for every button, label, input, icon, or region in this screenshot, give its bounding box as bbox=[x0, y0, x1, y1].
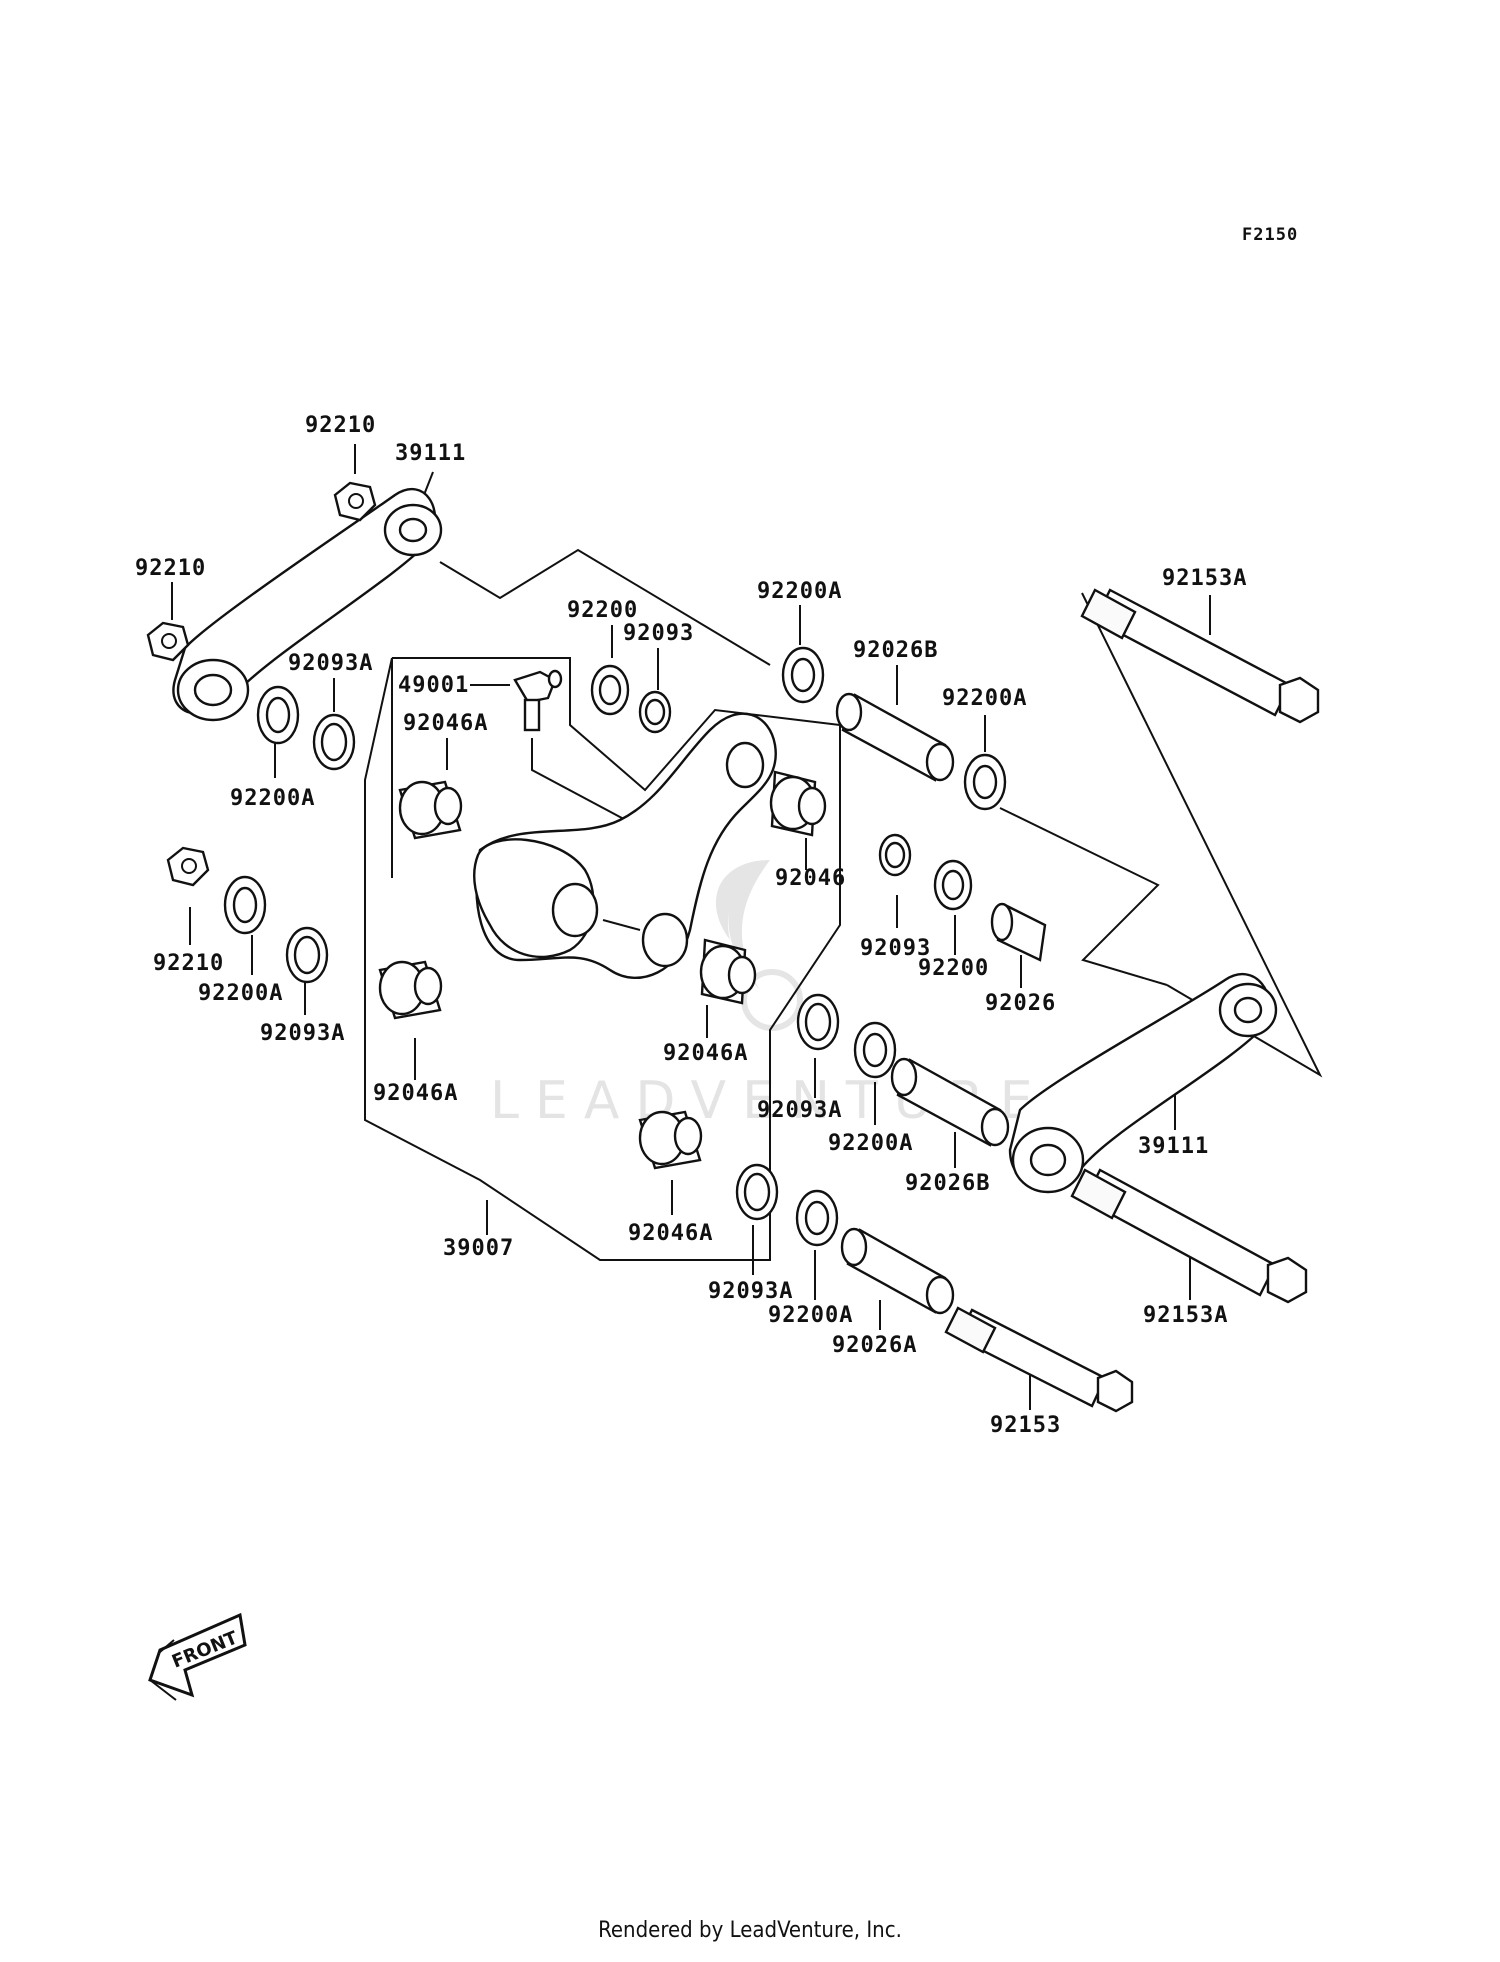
bearing-92046A-bottom bbox=[638, 1110, 703, 1170]
diagram-code: F2150 bbox=[1242, 225, 1298, 245]
label-92153A-top: 92153A bbox=[1162, 566, 1247, 591]
label-92200A-top: 92200A bbox=[757, 579, 842, 604]
washer-92200A-left bbox=[256, 685, 300, 745]
label-39007: 39007 bbox=[443, 1236, 514, 1261]
label-92210-top: 92210 bbox=[305, 413, 376, 438]
washer-92200A-bottom bbox=[795, 1189, 839, 1247]
label-92026A: 92026A bbox=[832, 1333, 917, 1358]
collar-92026A bbox=[840, 1227, 955, 1315]
label-92200A-low: 92200A bbox=[198, 981, 283, 1006]
label-92093-mid: 92093 bbox=[860, 936, 931, 961]
label-92093A-mid: 92093A bbox=[757, 1098, 842, 1123]
collar-92026B-low bbox=[890, 1057, 1010, 1147]
washer-92200-top bbox=[590, 664, 630, 716]
label-92153: 92153 bbox=[990, 1413, 1061, 1438]
nut-92210-left bbox=[146, 621, 190, 662]
washer-92093-top bbox=[638, 690, 672, 734]
front-arrow-icon: FRONT bbox=[148, 1612, 247, 1701]
label-92046A-bottom: 92046A bbox=[628, 1221, 713, 1246]
link-rod-39111-right bbox=[1008, 972, 1278, 1194]
label-92200A-mid: 92200A bbox=[942, 686, 1027, 711]
label-92200-top: 92200 bbox=[567, 598, 638, 623]
label-92093-top: 92093 bbox=[623, 621, 694, 646]
washer-92093A-low bbox=[285, 926, 329, 984]
bearing-92046A-top bbox=[398, 780, 463, 840]
label-49001: 49001 bbox=[398, 673, 469, 698]
label-92153A-low: 92153A bbox=[1143, 1303, 1228, 1328]
label-92093A-low: 92093A bbox=[260, 1021, 345, 1046]
label-39111-top: 39111 bbox=[395, 441, 466, 466]
label-92200-mid: 92200 bbox=[918, 956, 989, 981]
washer-92200A-mid bbox=[963, 753, 1007, 811]
label-92026: 92026 bbox=[985, 991, 1056, 1016]
label-92210-low: 92210 bbox=[153, 951, 224, 976]
collar-92026 bbox=[990, 902, 1047, 962]
washer-92200A-low bbox=[223, 875, 267, 935]
footer-credit: Rendered by LeadVenture, Inc. bbox=[598, 1918, 902, 1943]
label-92026B-low: 92026B bbox=[905, 1171, 990, 1196]
label-92046A-mid: 92046A bbox=[663, 1041, 748, 1066]
label-92200A-left: 92200A bbox=[230, 786, 315, 811]
link-rod-39111-top bbox=[172, 487, 443, 722]
label-92200A-mid2: 92200A bbox=[828, 1131, 913, 1156]
washer-92200A-top bbox=[781, 646, 825, 704]
label-92046A-top: 92046A bbox=[403, 711, 488, 736]
label-92026B-top: 92026B bbox=[853, 638, 938, 663]
washer-92093A-mid bbox=[796, 993, 840, 1051]
label-39111-right: 39111 bbox=[1138, 1134, 1209, 1159]
bolt-92153A-top bbox=[1080, 588, 1320, 724]
label-92210-left: 92210 bbox=[135, 556, 206, 581]
label-92046A-left: 92046A bbox=[373, 1081, 458, 1106]
nut-92210-top bbox=[333, 481, 377, 522]
washer-92093A-left bbox=[312, 713, 356, 771]
bearing-92046A-left bbox=[378, 960, 443, 1020]
grease-nipple-49001 bbox=[513, 669, 563, 732]
rocker-arm-39007 bbox=[473, 712, 777, 980]
label-92093A-bottom: 92093A bbox=[708, 1279, 793, 1304]
washer-92093-mid bbox=[878, 833, 912, 877]
collar-92026B-top bbox=[835, 692, 955, 782]
nut-92210-low bbox=[166, 846, 210, 887]
bearing-92046 bbox=[769, 770, 827, 837]
label-92200A-bottom: 92200A bbox=[768, 1303, 853, 1328]
bolt-92153A-low bbox=[1070, 1168, 1308, 1304]
washer-92200-mid bbox=[933, 859, 973, 911]
label-92046: 92046 bbox=[775, 866, 846, 891]
bolt-92153 bbox=[944, 1306, 1134, 1413]
label-92093A-left: 92093A bbox=[288, 651, 373, 676]
washer-92093A-bottom bbox=[735, 1163, 779, 1221]
washer-92200A-mid2 bbox=[853, 1021, 897, 1079]
bearing-92046A-mid bbox=[699, 938, 757, 1005]
